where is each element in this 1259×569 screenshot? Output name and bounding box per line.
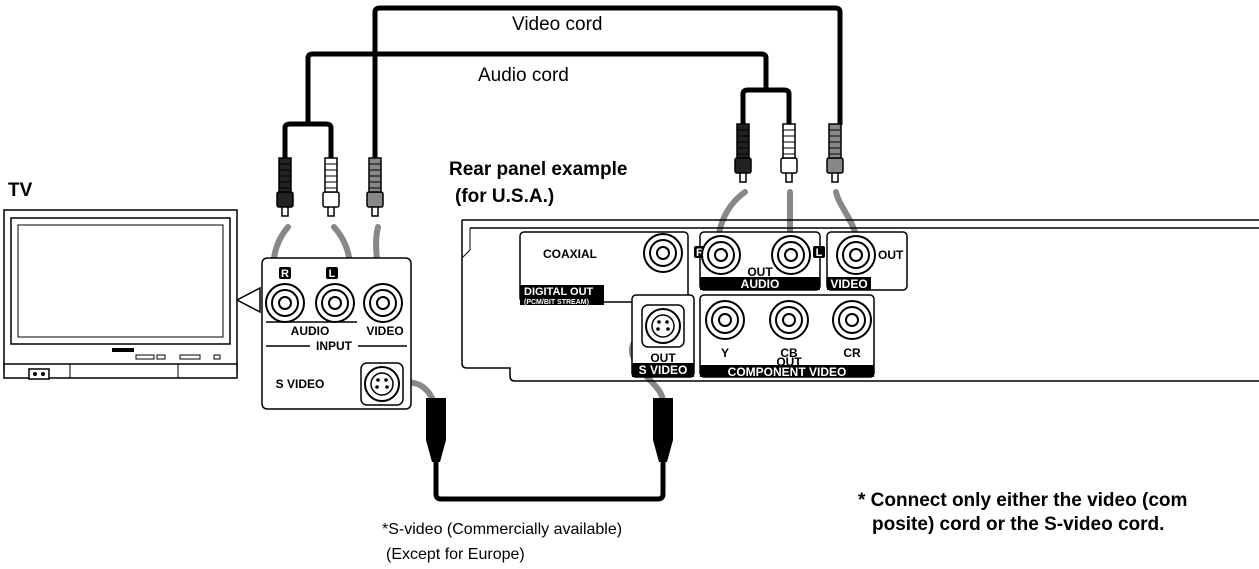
tv-audio-l-jack[interactable]: [315, 283, 355, 323]
tv-audio-label: AUDIO: [291, 324, 330, 338]
s-video-out-label: OUT: [650, 351, 676, 365]
tv-video-label: VIDEO: [366, 324, 403, 338]
s-video-cord: [426, 398, 673, 502]
tv-audio-l-plug-icon: [322, 157, 340, 217]
audio-label: AUDIO: [741, 277, 780, 291]
player-l-badge-label: L: [816, 247, 823, 259]
player-video-plug-icon: [826, 123, 844, 183]
audio-cord: [282, 51, 792, 160]
component-cr-label: CR: [843, 346, 861, 360]
video-out-label: OUT: [878, 248, 904, 262]
digital-out-label: DIGITAL OUT: [524, 286, 594, 298]
tv-s-video-label: S VIDEO: [276, 377, 325, 391]
video-cord: [372, 5, 843, 162]
player-r-badge-label: R: [696, 247, 704, 259]
player-audio-r-jack[interactable]: [701, 235, 741, 275]
connection-note-2: posite) cord or the S-video cord.: [872, 514, 1164, 535]
tv-input-panel: R L AUDIO VIDEO INPUT S VIDEO: [261, 257, 412, 410]
tv-video-plug-icon: [366, 157, 384, 217]
tv-input-label: INPUT: [316, 339, 353, 353]
s-video-label: S VIDEO: [639, 363, 688, 377]
r-badge: [279, 267, 291, 279]
tv-audio-r-jack[interactable]: [265, 283, 305, 323]
player-audio-r-plug-icon: [734, 123, 752, 183]
player-s-video-jack[interactable]: [641, 304, 685, 348]
s-video-cord-note-1: *S-video (Commercially available): [382, 521, 622, 538]
tv-s-video-jack[interactable]: [360, 362, 404, 406]
connection-note-1: * Connect only either the video (com: [858, 490, 1187, 511]
tv-audio-r-plug-icon: [276, 157, 294, 217]
video-cord-label: Video cord: [512, 14, 603, 35]
player-video-jack[interactable]: [836, 235, 876, 275]
component-y-label: Y: [721, 346, 729, 360]
component-cb-jack[interactable]: [769, 300, 809, 340]
coaxial-jack[interactable]: [643, 233, 683, 273]
s-video-cord-note-2: (Except for Europe): [386, 546, 525, 563]
component-cr-jack[interactable]: [832, 300, 872, 340]
tv-video-jack[interactable]: [363, 283, 403, 323]
tv-r-badge-label: R: [281, 268, 289, 280]
tv-illustration: [3, 209, 261, 380]
component-cb-label: CB: [780, 346, 798, 360]
player-audio-l-jack[interactable]: [771, 235, 811, 275]
audio-cord-label: Audio cord: [478, 65, 569, 86]
digital-out-sub-label: (PCM/BIT STREAM): [524, 299, 589, 306]
player-rear-panel: COAXIAL DIGITAL OUT (PCM/BIT STREAM) R L…: [461, 219, 1259, 382]
video-label: VIDEO: [830, 277, 867, 291]
component-y-jack[interactable]: [705, 300, 745, 340]
tv-l-badge-label: L: [329, 268, 336, 280]
player-audio-l-plug-icon: [780, 123, 798, 183]
rear-panel-subtitle: (for U.S.A.): [455, 186, 554, 207]
audio-out-label: OUT: [747, 265, 773, 279]
tv-label: TV: [8, 180, 33, 201]
l-badge: [326, 267, 338, 279]
coaxial-label: COAXIAL: [543, 247, 597, 261]
rear-panel-title: Rear panel example: [449, 159, 627, 180]
component-video-label: COMPONENT VIDEO: [728, 365, 847, 379]
